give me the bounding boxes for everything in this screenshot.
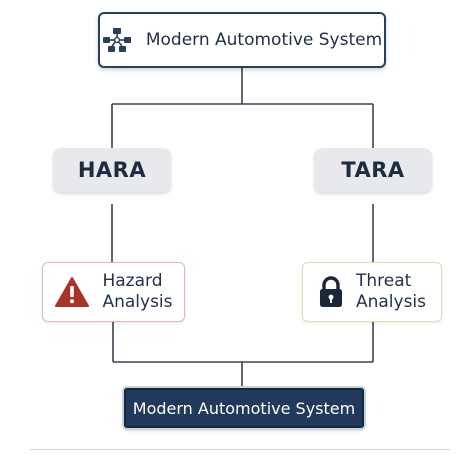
top-system-node: Modern Automotive System xyxy=(98,12,386,68)
threat-analysis-node: Threat Analysis xyxy=(302,262,442,322)
warning-triangle-icon xyxy=(54,276,90,308)
tara-label-text: TARA xyxy=(341,158,405,182)
threat-line-1: Threat xyxy=(355,271,412,291)
threat-analysis-text: Threat Analysis xyxy=(356,271,426,313)
hazard-analysis-node: Hazard Analysis xyxy=(42,262,185,322)
threat-line-2: Analysis xyxy=(355,292,427,312)
tara-label: TARA xyxy=(314,148,432,192)
bottom-node-label: Modern Automotive System xyxy=(132,398,356,418)
padlock-icon xyxy=(318,276,344,308)
network-nodes-icon xyxy=(102,27,132,53)
top-node-label: Modern Automotive System xyxy=(145,30,383,50)
hazard-line-2: Analysis xyxy=(102,292,173,312)
bottom-divider xyxy=(30,449,450,450)
hazard-analysis-text: Hazard Analysis xyxy=(102,271,172,313)
bottom-system-node: Modern Automotive System xyxy=(124,388,364,428)
hara-label: HARA xyxy=(53,148,171,192)
hazard-line-1: Hazard xyxy=(102,271,163,291)
hara-label-text: HARA xyxy=(77,158,147,182)
